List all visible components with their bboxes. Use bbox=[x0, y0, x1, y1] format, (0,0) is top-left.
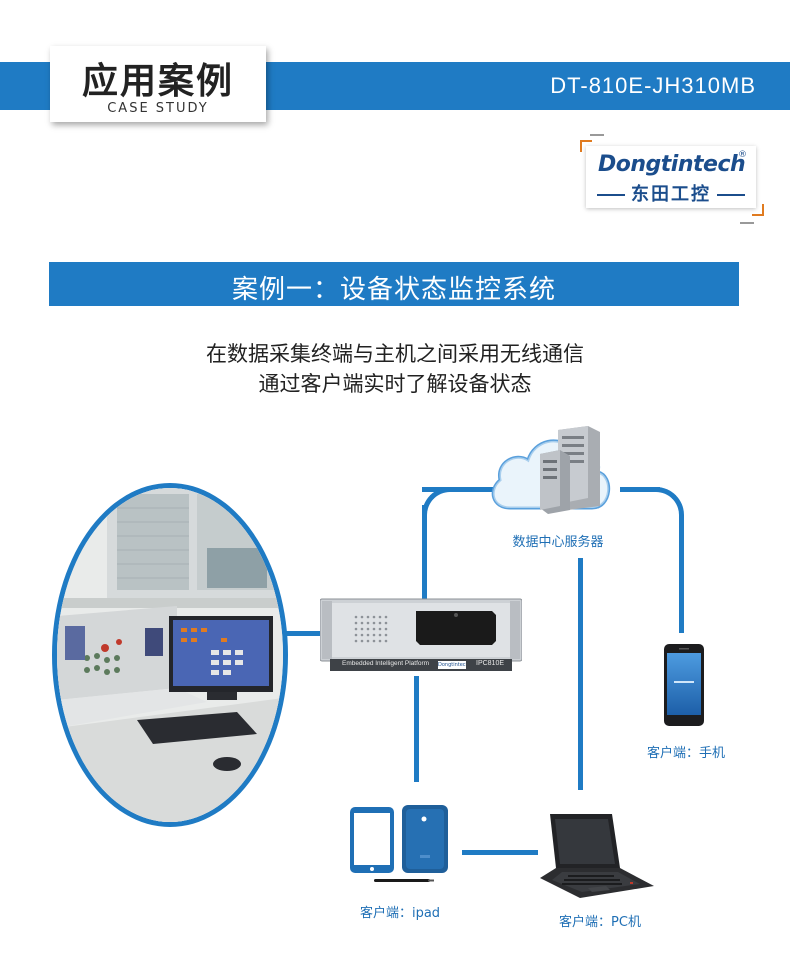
phone-label: 客户端：手机 bbox=[646, 746, 725, 761]
model-number: DT-810E-JH310MB bbox=[550, 73, 756, 98]
registered-mark: ® bbox=[738, 150, 747, 160]
industrial-pc-icon bbox=[319, 598, 523, 671]
case-description-line1: 在数据采集终端与主机之间采用无线通信 bbox=[206, 342, 584, 366]
logo-brand: Dongtintech bbox=[598, 152, 746, 177]
logo-brand-cn: 东田工控 bbox=[586, 180, 756, 206]
case-description-line2: 通过客户端实时了解设备状态 bbox=[258, 372, 532, 396]
control-room-illustration bbox=[57, 488, 283, 822]
case-title-bar: 案例一：设备状态监控系统 bbox=[49, 262, 739, 306]
pc-label: 客户端：PC机 bbox=[559, 915, 641, 930]
laptop-icon bbox=[540, 814, 654, 898]
company-logo: Dongtintech ® 东田工控 bbox=[586, 146, 756, 208]
device-brand-tag: Dongtintech bbox=[438, 661, 466, 669]
control-room-photo bbox=[52, 483, 288, 827]
section-title: 应用案例 bbox=[81, 61, 234, 102]
server-label: 数据中心服务器 bbox=[512, 535, 604, 550]
cloud-server-icon bbox=[491, 426, 611, 514]
industrial-pc-device: Embedded Intelligent Platform Dongtintec… bbox=[319, 597, 523, 675]
smartphone-icon bbox=[664, 644, 704, 726]
ipad-label: 客户端：ipad bbox=[359, 906, 441, 921]
tablet-icon bbox=[350, 805, 448, 882]
device-model-tag: IPC810E bbox=[476, 660, 505, 667]
case-title: 案例一：设备状态监控系统 bbox=[231, 275, 556, 305]
device-front-label: Embedded Intelligent Platform bbox=[342, 660, 430, 667]
section-subtitle: CASE STUDY bbox=[107, 101, 209, 116]
section-title-box: 应用案例 CASE STUDY bbox=[50, 46, 266, 122]
